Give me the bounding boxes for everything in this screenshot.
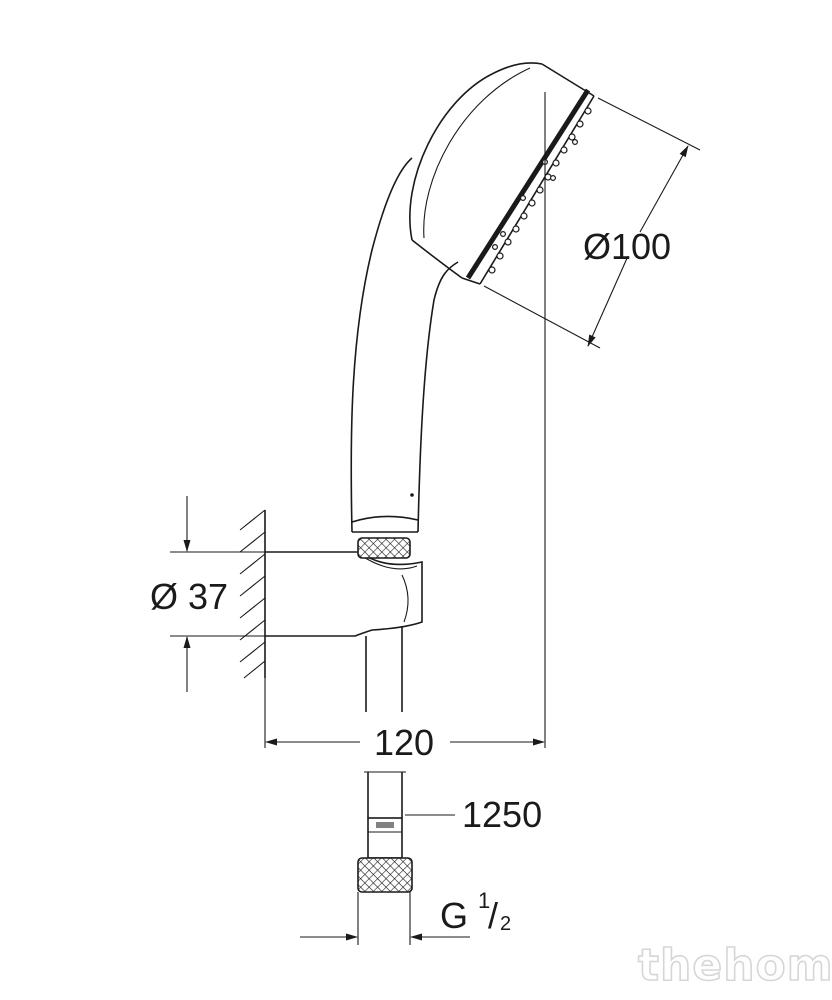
hose-length-label: 1250 <box>462 794 542 835</box>
hose-length-dimension: 1250 <box>405 794 542 835</box>
handle-right-edge <box>417 261 459 533</box>
shower-head <box>409 62 595 285</box>
thread-label-base: G <box>440 895 468 936</box>
head-diameter-dimension: Ø100 <box>483 97 701 349</box>
head-back-outline <box>409 62 543 241</box>
extension-line-bottom <box>483 285 601 349</box>
spray-nozzles <box>488 107 592 274</box>
bracket-curve <box>401 574 409 623</box>
bracket-diameter-dimension: Ø 37 <box>150 496 265 692</box>
wall <box>239 509 266 679</box>
wall-bracket <box>265 551 423 637</box>
shower-handle <box>350 157 459 533</box>
hose-nut <box>357 857 413 893</box>
bracket-body <box>265 551 423 637</box>
hose-lower <box>364 771 406 818</box>
head-diameter-label: Ø100 <box>583 226 671 267</box>
thread-label-numerator: 1 <box>478 888 490 913</box>
handle-left-edge <box>350 157 413 533</box>
extension-line-top <box>597 97 701 151</box>
handle-ring <box>351 515 419 523</box>
wall-hatching <box>239 509 266 679</box>
projection-dimension: 120 <box>264 92 546 763</box>
watermark-logo: thehome <box>638 940 832 991</box>
head-neck <box>411 239 463 279</box>
handle-dot <box>410 493 414 497</box>
bracket-diameter-label: Ø 37 <box>150 576 228 617</box>
projection-label: 120 <box>374 722 434 763</box>
dimension-arrow-top <box>639 145 689 233</box>
bracket-detail <box>361 555 418 570</box>
head-inner-line <box>423 67 531 239</box>
hose-fitting <box>357 817 413 893</box>
thread-dimension: G 1 / 2 <box>300 888 511 945</box>
head-bottom-edge <box>461 277 481 285</box>
hose-upper <box>365 626 403 712</box>
dimension-arrow-bottom <box>587 255 629 347</box>
thread-label-slash: / <box>488 895 498 936</box>
thread-label-denominator: 2 <box>500 913 511 935</box>
head-face-rim <box>465 88 591 280</box>
handle-nut <box>357 537 411 559</box>
